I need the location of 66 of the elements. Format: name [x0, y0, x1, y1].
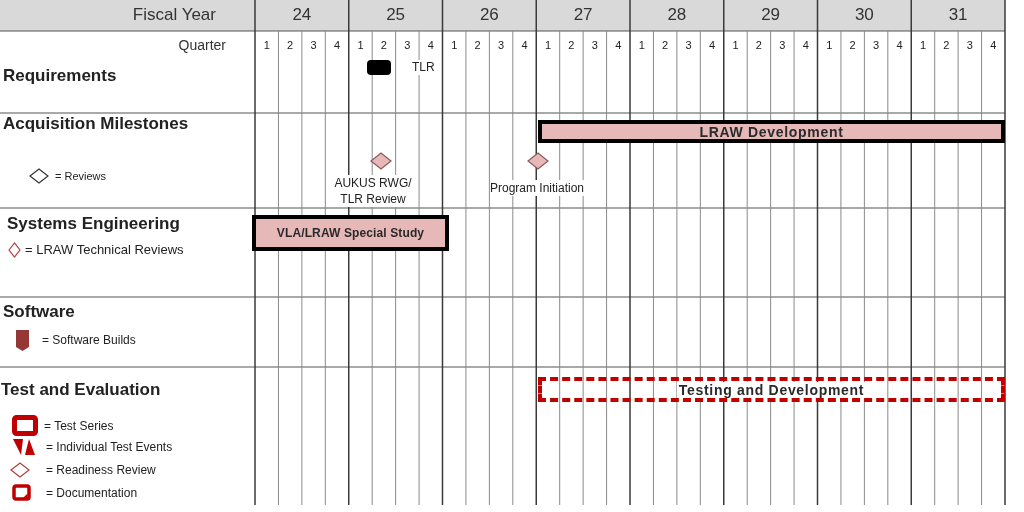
year-label: 24 [292, 4, 312, 26]
milestone-label: AUKUS RWG/ TLR Review [331, 175, 415, 207]
legend-label: = Reviews [55, 169, 107, 183]
quarter-number: 4 [802, 38, 809, 52]
quarter-number: 3 [498, 38, 505, 52]
quarter-number: 4 [521, 38, 528, 52]
quarter-number: 3 [404, 38, 411, 52]
quarter-number: 1 [263, 38, 270, 52]
quarter-number: 4 [990, 38, 997, 52]
year-label: 26 [479, 4, 499, 26]
milestone-bar [367, 60, 391, 75]
bar-label: Testing and Development [676, 381, 867, 398]
axis-title: Quarter [178, 37, 226, 54]
quarter-number: 3 [873, 38, 880, 52]
quarter-number: 4 [896, 38, 903, 52]
quarter-number: 2 [287, 38, 294, 52]
legend-label: = LRAW Technical Reviews [25, 242, 184, 258]
row-heading: Software [3, 301, 75, 323]
year-label: 31 [948, 4, 968, 26]
milestone-diamond [370, 152, 392, 170]
quarter-number: 2 [755, 38, 762, 52]
year-label: 28 [667, 4, 687, 26]
row-heading: Acquisition Milestones [3, 113, 189, 135]
legend-label: = Readiness Review [46, 462, 156, 478]
legend-label: = Test Series [44, 418, 114, 434]
quarter-number: 2 [849, 38, 856, 52]
quarter-number: 4 [708, 38, 716, 52]
task-bar [252, 215, 449, 251]
quarter-number: 2 [568, 38, 575, 52]
year-label: 29 [761, 4, 781, 26]
row-heading: Test and Evaluation [1, 379, 161, 401]
year-label: 25 [386, 4, 406, 26]
dashed-task-bar [538, 377, 1005, 402]
row-heading: Requirements [3, 65, 117, 87]
quarter-number: 2 [943, 38, 950, 52]
quarter-number: 2 [662, 38, 669, 52]
quarter-number: 3 [779, 38, 786, 52]
legend-label: = Software Builds [42, 332, 136, 348]
quarter-number: 2 [380, 38, 387, 52]
bar-label: VLA/LRAW Special Study [276, 225, 425, 241]
quarter-number: 1 [638, 38, 645, 52]
quarter-number: 1 [826, 38, 833, 52]
legend-label: = Documentation [46, 485, 138, 501]
legend-label: = Individual Test Events [46, 439, 173, 455]
quarter-number: 4 [333, 38, 341, 52]
task-bar [538, 120, 1005, 143]
quarter-number: 1 [732, 38, 739, 52]
milestone-label: Program Initiation [490, 180, 584, 196]
quarter-number: 1 [357, 38, 364, 52]
quarter-number: 3 [966, 38, 973, 52]
quarter-number: 1 [451, 38, 458, 52]
milestone-label: TLR [412, 60, 435, 75]
quarter-number: 3 [310, 38, 317, 52]
quarter-number: 3 [591, 38, 598, 52]
quarter-number: 1 [919, 38, 927, 52]
bar-label: LRAW Development [699, 123, 844, 140]
year-label: 30 [854, 4, 874, 26]
row-heading: Systems Engineering [7, 213, 180, 235]
quarter-number: 4 [615, 38, 622, 52]
axis-title: Fiscal Year [132, 4, 216, 26]
quarter-number: 2 [474, 38, 481, 52]
year-label: 27 [573, 4, 593, 26]
quarter-number: 4 [427, 38, 434, 52]
quarter-number: 1 [544, 38, 552, 52]
milestone-diamond [527, 152, 549, 170]
quarter-number: 3 [685, 38, 692, 52]
